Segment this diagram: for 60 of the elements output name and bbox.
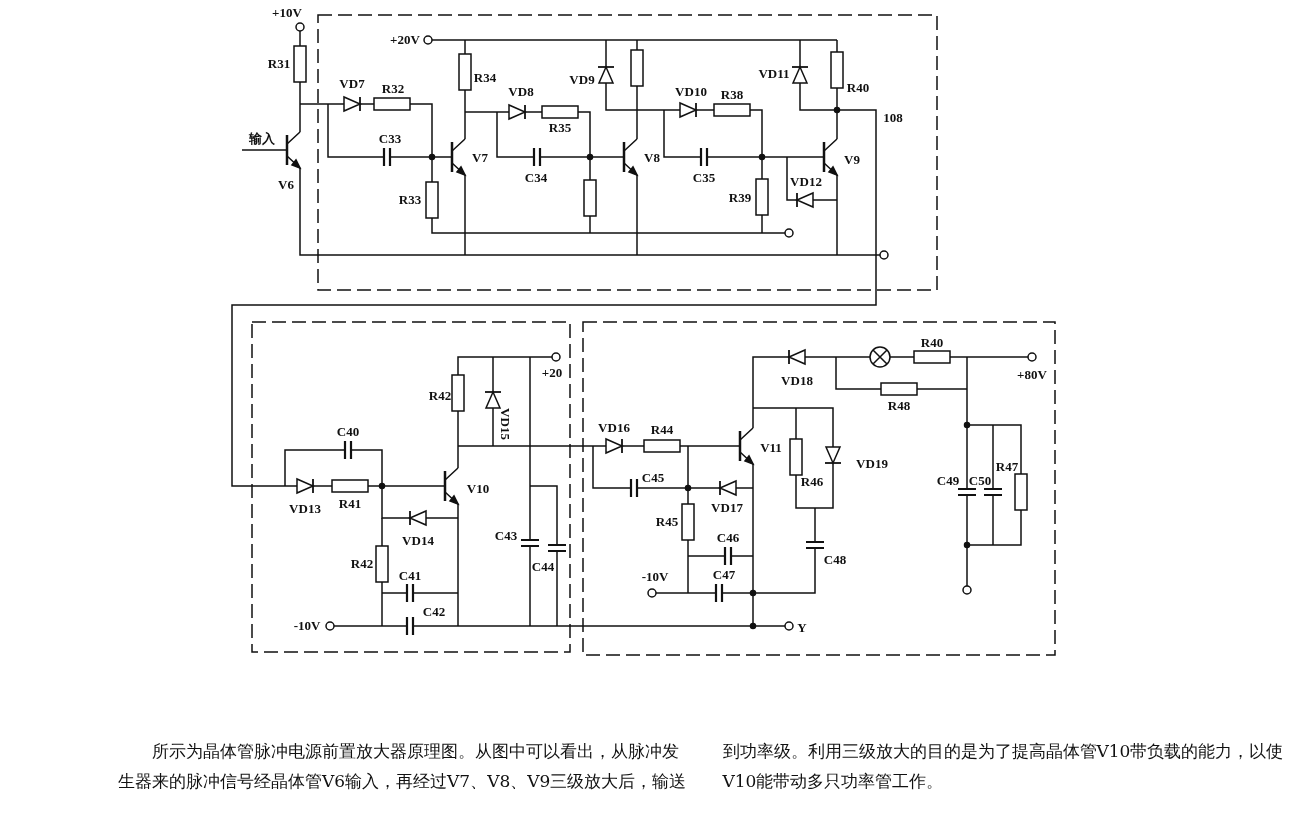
component-label: C45 xyxy=(641,471,665,485)
voltage-label: +10V xyxy=(272,6,302,20)
component-label: R44 xyxy=(650,423,674,437)
component-label: R47 xyxy=(995,460,1019,474)
component-label: R45 xyxy=(655,515,679,529)
voltage-label: -10V xyxy=(641,570,669,584)
input-label: 输入 xyxy=(249,132,275,146)
component-label: V8 xyxy=(644,151,660,165)
component-label: C34 xyxy=(524,171,548,185)
component-label: VD9 xyxy=(569,73,595,87)
component-label: VD14 xyxy=(402,534,434,548)
voltage-label: +80V xyxy=(1017,368,1047,382)
component-label: VD8 xyxy=(508,85,534,99)
component-label: R32 xyxy=(381,82,405,96)
voltage-label: -10V xyxy=(293,619,321,633)
component-label: V9 xyxy=(844,153,860,167)
component-label: VD7 xyxy=(339,77,365,91)
component-label: V11 xyxy=(760,441,782,455)
component-label: R42 xyxy=(428,389,452,403)
component-label: VD11 xyxy=(758,67,790,81)
component-label: R40 xyxy=(920,336,944,350)
component-label: R35 xyxy=(548,121,572,135)
component-label: C50 xyxy=(968,474,992,488)
component-label: VD16 xyxy=(598,421,630,435)
component-label: R48 xyxy=(887,399,911,413)
component-label: C47 xyxy=(712,568,736,582)
component-label: C42 xyxy=(422,605,446,619)
component-label: VD19 xyxy=(856,457,888,471)
component-label: VD12 xyxy=(790,175,822,189)
terminal-label: Y xyxy=(797,621,807,635)
component-label: C41 xyxy=(398,569,422,583)
voltage-label: +20 xyxy=(541,366,563,380)
component-label: VD18 xyxy=(781,374,813,388)
component-label: C44 xyxy=(531,560,555,574)
component-label: R39 xyxy=(728,191,752,205)
component-label: VD15 xyxy=(498,408,512,440)
component-label: VD10 xyxy=(675,85,707,99)
component-label: C49 xyxy=(936,474,960,488)
component-label: C43 xyxy=(494,529,518,543)
component-label: C33 xyxy=(378,132,402,146)
component-label: C46 xyxy=(716,531,740,545)
component-label: V6 xyxy=(278,178,294,192)
component-label: VD17 xyxy=(711,501,743,515)
component-label: C40 xyxy=(336,425,360,439)
component-label: R41 xyxy=(338,497,362,511)
component-label: R38 xyxy=(720,88,744,102)
caption-paragraph: 所示为晶体管脉冲电源前置放大器原理图。从图中可以看出，从脉冲发生器来的脉冲信号经晶体管V6输入，再经过V7、V8、V9三级放大后，输送到功率级。利用三级放大的目的是为了提高晶体管V10带负载的能力，以使V10能带动多只功率管工作。 xyxy=(118,740,1285,793)
component-label: R34 xyxy=(473,71,497,85)
voltage-label: +20V xyxy=(390,33,420,47)
component-label: R33 xyxy=(398,193,422,207)
component-label: C35 xyxy=(692,171,716,185)
component-label: R46 xyxy=(800,475,824,489)
component-label: C48 xyxy=(823,553,847,567)
terminal-label: 108 xyxy=(883,111,903,125)
component-label: VD13 xyxy=(289,502,321,516)
component-label: V10 xyxy=(466,482,490,496)
component-label: R42 xyxy=(350,557,374,571)
component-label: R40 xyxy=(846,81,870,95)
component-label: V7 xyxy=(472,151,488,165)
component-label: R31 xyxy=(267,57,291,71)
